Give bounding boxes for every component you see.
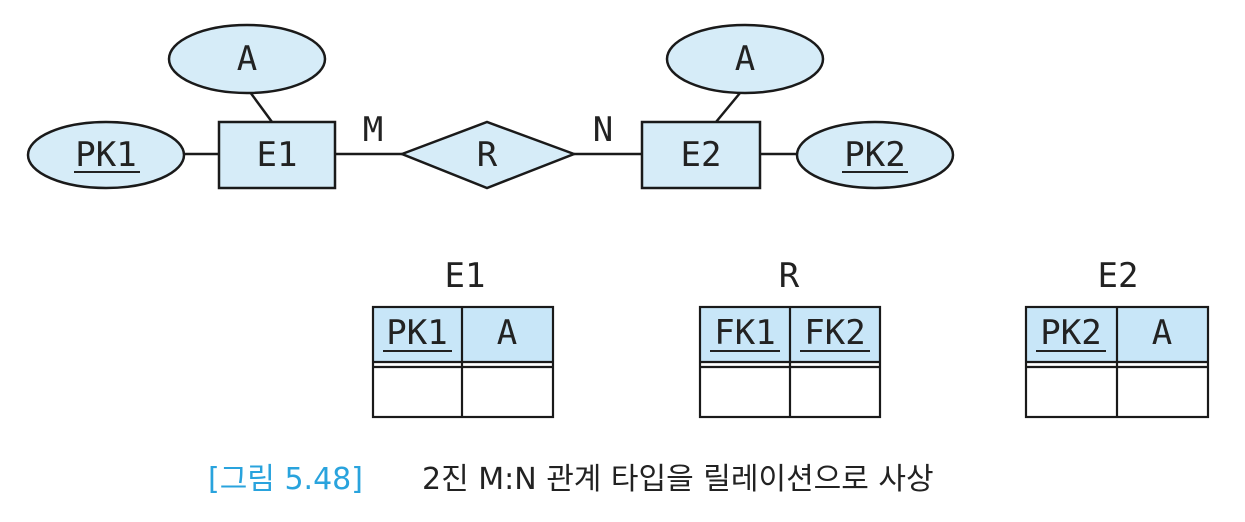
- table-e2-col-a: A: [1152, 313, 1172, 353]
- e1-attr-a: A: [167, 23, 327, 95]
- entity-e2-label: E2: [681, 135, 722, 175]
- e2-pk2-label: PK2: [844, 135, 905, 175]
- e2-attr-a-connector: [715, 92, 741, 123]
- e1-attr-a-connector: [248, 91, 274, 123]
- relationship-r-label: R: [477, 135, 498, 175]
- table-e2-title: E2: [1098, 256, 1139, 296]
- table-e1: E1 PK1 A: [371, 256, 555, 419]
- table-r-col-fk2: FK2: [804, 313, 865, 353]
- table-e2: E2 PK2 A: [1024, 256, 1210, 419]
- figure-caption-tag: [그림 5.48]: [208, 462, 363, 497]
- e2-attr-a-label: A: [735, 39, 755, 79]
- e1-attr-pk1: PK1: [26, 120, 186, 190]
- e1-attr-a-label: A: [237, 39, 257, 79]
- table-r: R FK1 FK2: [698, 256, 882, 419]
- table-e1-title: E1: [445, 256, 486, 296]
- figure-caption-text: 2진 M:N 관계 타입을 릴레이션으로 사상: [422, 462, 934, 497]
- table-e1-col-pk1: PK1: [386, 313, 447, 353]
- e2-attr-pk2: PK2: [795, 120, 955, 190]
- table-r-title: R: [779, 256, 800, 296]
- entity-e2: E2: [640, 120, 762, 190]
- entity-e1-label: E1: [257, 135, 298, 175]
- cardinality-n: N: [593, 110, 613, 150]
- table-e2-col-pk2: PK2: [1040, 313, 1101, 353]
- table-r-col-fk1: FK1: [714, 313, 775, 353]
- entity-e1: E1: [217, 120, 337, 190]
- cardinality-m: M: [363, 110, 383, 150]
- e2-attr-a: A: [665, 23, 825, 95]
- table-e1-col-a: A: [497, 313, 517, 353]
- relationship-r: R: [398, 120, 578, 190]
- e1-pk1-label: PK1: [75, 135, 136, 175]
- figure-caption: [그림 5.48] 2진 M:N 관계 타입을 릴레이션으로 사상: [208, 462, 934, 497]
